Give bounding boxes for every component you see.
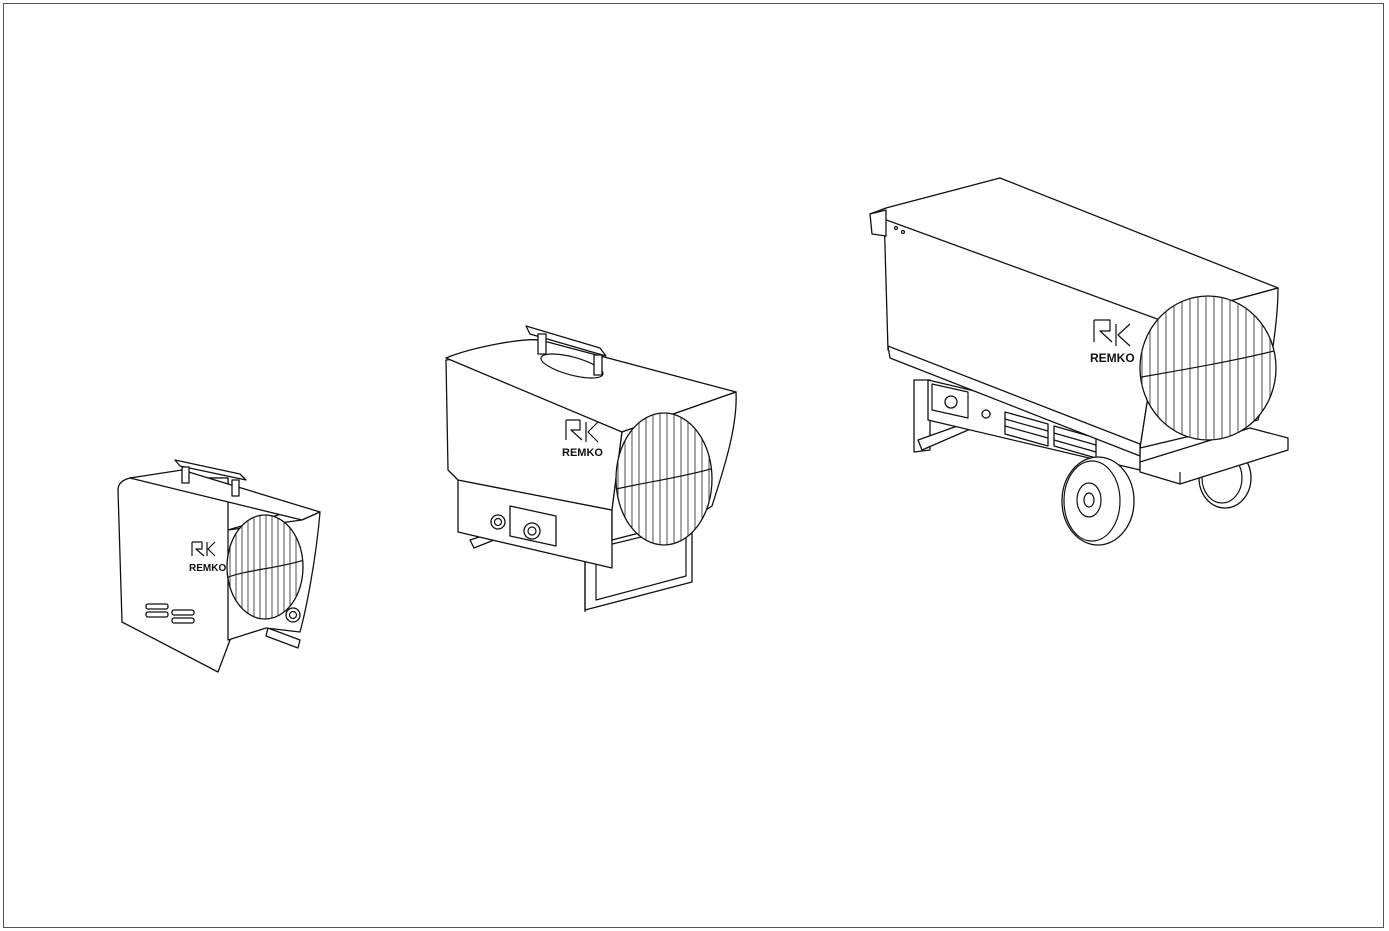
large-mobile-heater: REMKO [869, 177, 1289, 546]
control-knob-icon [285, 607, 301, 623]
carry-handle [525, 325, 607, 376]
remko-logo: REMKO [1090, 319, 1135, 365]
remko-logo: REMKO [562, 419, 603, 459]
fan-grille [226, 514, 304, 620]
vent-slots [145, 603, 195, 624]
carry-handle [174, 459, 247, 497]
medium-heater: REMKO [445, 325, 737, 612]
small-heater: REMKO [117, 459, 321, 673]
control-panel [490, 505, 557, 547]
svg-text:REMKO: REMKO [189, 563, 226, 574]
front-wheel [1061, 456, 1135, 546]
vent-louvers [1004, 411, 1097, 459]
remko-logo: REMKO [189, 541, 226, 574]
fan-grille [615, 412, 713, 546]
svg-text:REMKO: REMKO [1090, 351, 1135, 365]
svg-text:REMKO: REMKO [562, 447, 603, 459]
fan-grille [1139, 295, 1277, 441]
drawing-frame [3, 3, 1384, 928]
